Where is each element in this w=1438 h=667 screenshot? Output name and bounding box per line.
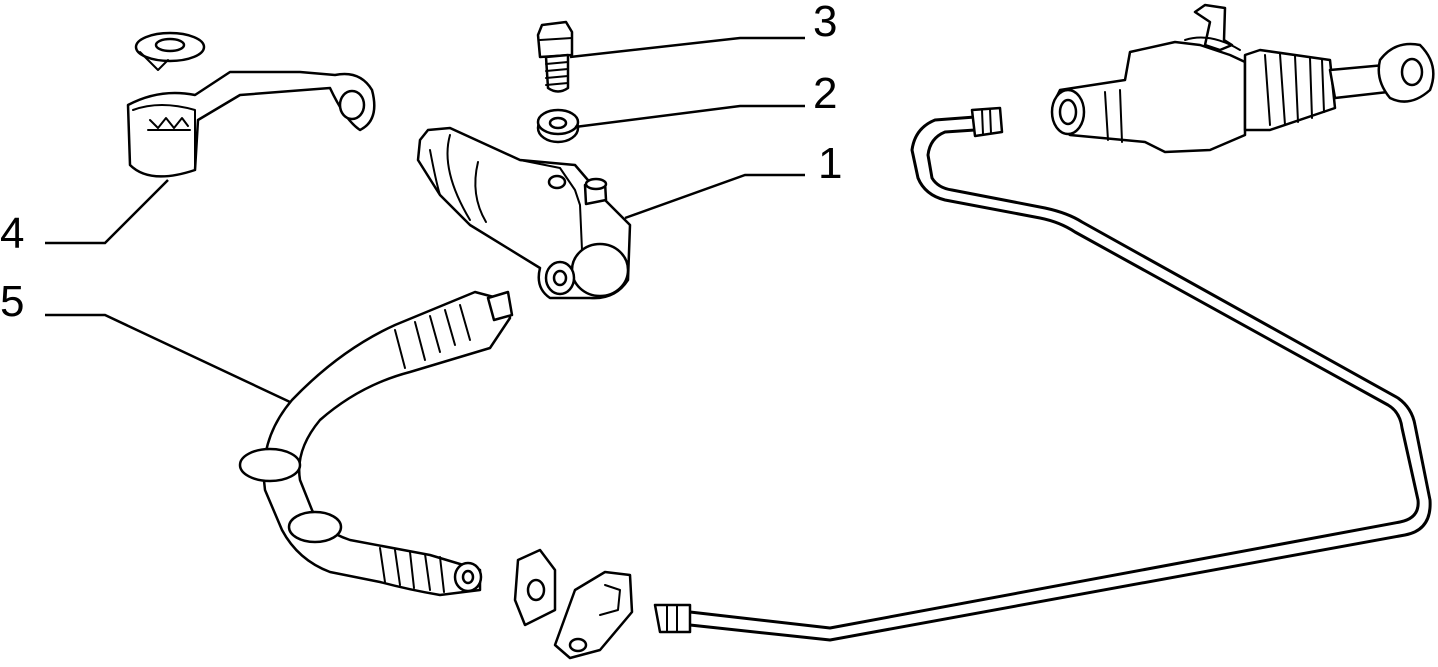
callout-leaders <box>45 36 805 404</box>
rigid-pipe <box>653 106 1432 642</box>
callout-3: 3 <box>813 0 837 46</box>
clip-part <box>513 548 557 627</box>
slave-cylinder-part <box>416 126 632 300</box>
callout-2: 2 <box>813 69 837 118</box>
callout-4: 4 <box>0 209 24 258</box>
callout-5: 5 <box>0 277 24 326</box>
bolt-part <box>536 20 574 93</box>
master-cylinder-part <box>1050 3 1435 154</box>
bracket-part <box>553 570 634 660</box>
flexible-hose-part <box>238 290 514 597</box>
lever-part <box>126 31 376 178</box>
washer-part <box>536 108 580 144</box>
callout-1: 1 <box>818 139 842 188</box>
